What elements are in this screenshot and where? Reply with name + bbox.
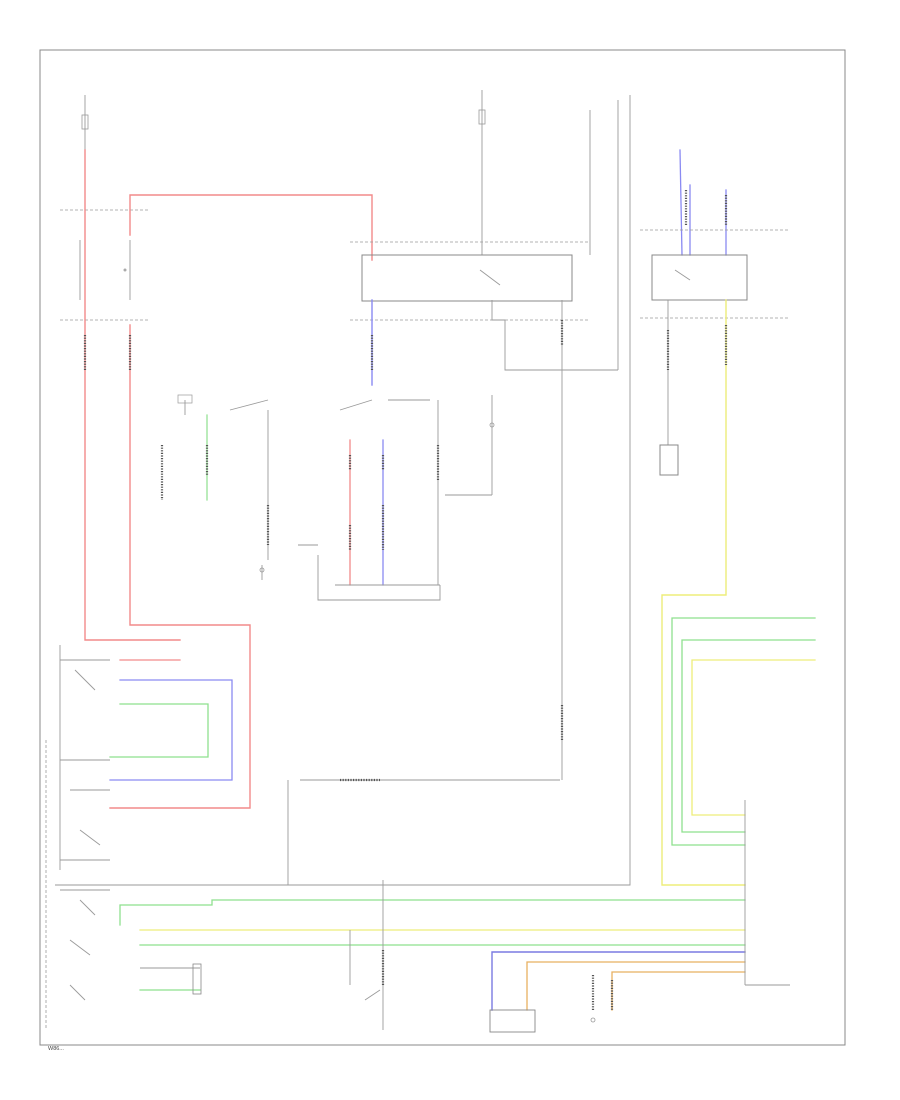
footer-text: W86... [48,1046,64,1052]
red-wire-main [84,149,181,641]
red-wire-relay-link [129,194,373,261]
bottom-left-switch [60,889,202,1001]
yellow-wire-fan [661,299,746,886]
left-switch-panel [45,645,110,1030]
orange-wire-bottom-1 [526,961,746,1011]
main-relay-box [350,90,619,371]
orange-wire-bottom-2 [611,971,746,1011]
yellow-wire-right-3 [691,659,816,816]
blue-wire-left [109,679,233,781]
blue-wire-bottom [491,951,746,1011]
bottom-middle-sensor [349,880,596,1033]
green-wire-left [109,703,209,758]
green-wire-bottom [119,899,746,926]
top-left-fuse-block [60,95,150,321]
inner-frame [55,95,631,886]
green-wire-right-1 [671,617,816,846]
control-unit-pins [744,800,790,986]
diagram-frame [39,49,846,1046]
red-wire-loop [109,324,251,809]
green-wire-right-2 [681,639,816,833]
switch-block-middle [160,394,495,601]
fan-relay-block [640,149,790,476]
